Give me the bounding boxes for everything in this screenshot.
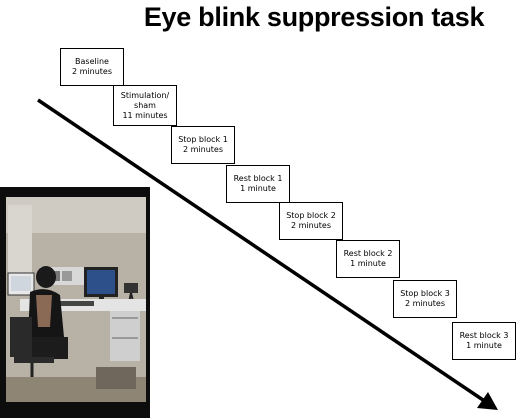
timeline-arrow-head: [477, 392, 498, 410]
block-label: Rest block 3: [459, 331, 509, 340]
block-label: Rest block 1: [233, 174, 283, 183]
timeline-arrow-line: [37, 98, 487, 404]
photo-illustration: [0, 187, 150, 418]
block-duration: 2 minutes: [404, 299, 445, 308]
block-label: Stop block 2: [286, 211, 336, 220]
block-duration: 2 minutes: [182, 145, 223, 154]
block-stimulation-sham: Stimulation/ sham 11 minutes: [113, 85, 177, 126]
block-duration: 1 minute: [240, 184, 276, 193]
block-stop-2: Stop block 2 2 minutes: [279, 202, 343, 240]
block-label: Stimulation/: [120, 90, 170, 100]
block-duration: 1 minute: [466, 341, 502, 350]
block-baseline: Baseline 2 minutes: [60, 48, 124, 86]
diagram-title: Eye blink suppression task: [143, 2, 485, 32]
block-label: Stop block 1: [178, 135, 228, 144]
block-label: Stop block 3: [400, 289, 450, 298]
block-duration: 2 minutes: [71, 67, 112, 76]
block-rest-1: Rest block 1 1 minute: [226, 165, 290, 203]
block-label: Rest block 2: [343, 249, 393, 258]
block-duration: 1 minute: [350, 259, 386, 268]
lab-participant-photo: [0, 187, 150, 418]
block-label: Baseline: [75, 57, 109, 66]
block-duration: 11 minutes: [122, 110, 168, 120]
block-label-line2: sham: [134, 100, 156, 110]
block-duration: 2 minutes: [290, 221, 331, 230]
block-stop-1: Stop block 1 2 minutes: [171, 126, 235, 164]
block-rest-2: Rest block 2 1 minute: [336, 240, 400, 278]
block-rest-3: Rest block 3 1 minute: [452, 322, 516, 360]
block-stop-3: Stop block 3 2 minutes: [393, 280, 457, 318]
